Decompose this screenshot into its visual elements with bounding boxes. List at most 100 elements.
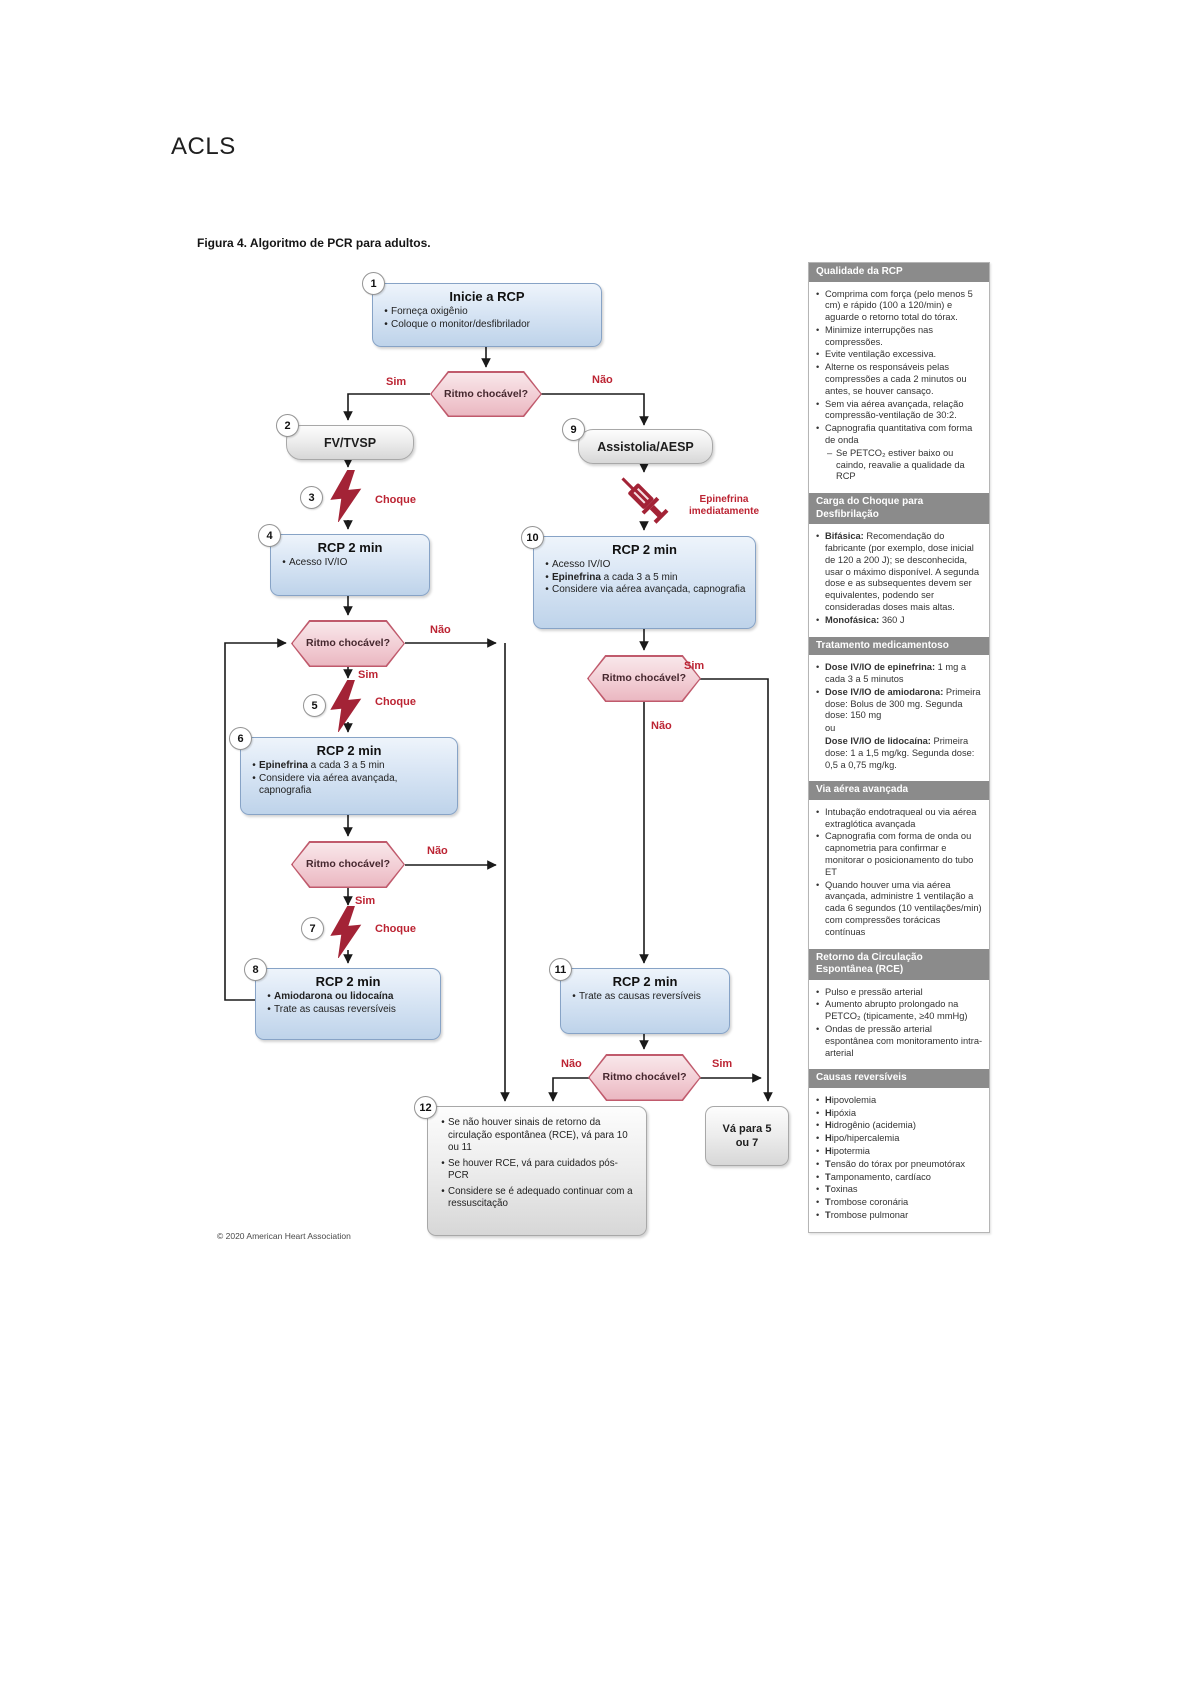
sidebar-item: •Tensão do tórax por pneumotórax [816,1158,966,1169]
sidebar-item: Dose IV/IO de lidocaína: Primeira dose: … [825,735,975,770]
sidebar-section-title-rosc: Retorno da Circulação Espontânea (RCE) [809,948,989,980]
sidebar-item: •Hipovolemia [816,1094,877,1105]
sidebar-section-advanced-airway: •Intubação endotraqueal ou via aérea ext… [809,800,989,949]
node-6-title: RCP 2 min [316,743,382,758]
sidebar-section-rosc: •Pulso e pressão arterial•Aumento abrupt… [809,980,989,1070]
step-number-7: 7 [301,917,324,940]
copyright-text: © 2020 American Heart Association [217,1231,351,1241]
reference-sidebar: Qualidade da RCP •Comprima com força (pe… [808,262,990,1233]
bullet-item: •Forneça oxigênio [384,306,468,317]
node-8-bullets: •Amiodarona ou lidocaína•Trate as causas… [256,989,440,1020]
sidebar-item: •Hipo/hipercalemia [816,1133,900,1144]
step-number-3: 3 [300,486,323,509]
sidebar-item: •Monofásica: 360 J [816,614,905,625]
decision-3-question: Ritmo chocável? [305,858,391,871]
sidebar-item: •Alterne os responsáveis pelas compressõ… [816,362,967,396]
decision-2-yes-label: Sim [358,669,379,681]
sidebar-item: •Dose IV/IO de epinefrina: 1 mg a cada 3… [816,662,967,684]
decision-4-question: Ritmo chocável? [601,672,687,685]
decision-3-yes-label: Sim [355,895,376,907]
shock-bolt-icon-3 [330,470,362,522]
shock-3-label: Choque [375,494,416,506]
sidebar-item: •Comprima com força (pelo menos 5 cm) e … [816,288,973,323]
node-11-bullets: •Trate as causas reversíveis [561,989,729,1008]
bullet-item: •Trate as causas reversíveis [572,991,701,1002]
decision-2-question: Ritmo chocável? [305,637,391,650]
page-title: ACLS [171,133,236,160]
step-number-5: 5 [303,694,326,717]
node-11-rcp-2min: RCP 2 min •Trate as causas reversíveis [560,968,730,1034]
sidebar-section-title-reversible-causes: Causas reversíveis [809,1069,989,1088]
node-10-bullets: •Acesso IV/IO•Epinefrina a cada 3 a 5 mi… [534,557,755,601]
sidebar-item: •Hipotermia [816,1146,870,1157]
decision-2-ritmo-chocavel: Ritmo chocável? [291,620,405,667]
bullet-item: •Acesso IV/IO [545,559,611,570]
decision-1-ritmo-chocavel: Ritmo chocável? [430,371,542,417]
decision-5-ritmo-chocavel: Ritmo chocável? [588,1054,701,1101]
shock-bolt-icon-7 [330,906,362,958]
decision-1-question: Ritmo chocável? [443,387,529,400]
shock-bolt-icon-5 [330,680,362,732]
sidebar-item: •Hidrogênio (acidemia) [816,1120,916,1131]
sidebar-item: •Hipóxia [816,1107,857,1118]
node-4-bullets: •Acesso IV/IO [271,555,429,574]
sidebar-section-shock-energy: •Bifásica: Recomendação do fabricante (p… [809,524,989,636]
step-number-8: 8 [244,958,267,981]
figure-caption: Figura 4. Algoritmo de PCR para adultos. [197,236,431,250]
decision-4-ritmo-chocavel: Ritmo chocável? [587,655,701,702]
decision-3-no-label: Não [427,845,448,857]
node-8-rcp-2min: RCP 2 min •Amiodarona ou lidocaína•Trate… [255,968,441,1040]
bullet-item: •Amiodarona ou lidocaína [267,991,394,1002]
sidebar-item: •Trombose pulmonar [816,1210,909,1221]
sidebar-item: •Tamponamento, cardíaco [816,1171,931,1182]
node-12-bullets: •Se não houver sinais de retorno da circ… [428,1107,646,1218]
node-8-title: RCP 2 min [315,974,381,989]
go-line1: Vá para 5 [722,1122,772,1135]
step-number-4: 4 [258,524,281,547]
step-number-6: 6 [229,727,252,750]
node-6-bullets: •Epinefrina a cada 3 a 5 min•Considere v… [241,758,457,802]
decision-2-no-label: Não [430,624,451,636]
bullet-item: •Trate as causas reversíveis [267,1003,396,1015]
node-4-title: RCP 2 min [317,540,383,555]
epinephrine-immediately-label: Epinefrina imediatamente [678,494,770,518]
sidebar-item: •Quando houver uma via aérea avançada, a… [816,879,982,937]
step-number-2: 2 [276,414,299,437]
sidebar-item: –Se PETCO₂ estiver baixo ou caindo, reav… [827,447,965,482]
bullet-item: •Epinefrina a cada 3 a 5 min [545,571,678,583]
node-9-label: Assistolia/AESP [597,439,694,454]
decision-1-no-label: Não [592,374,613,386]
sidebar-section-title-cpr-quality: Qualidade da RCP [809,263,989,282]
node-2-fv-tvsp: FV/TVSP [286,425,414,460]
sidebar-item: •Aumento abrupto prolongado na PETCO₂ (t… [816,999,968,1022]
sidebar-item: •Capnografia quantitativa com forma de o… [816,423,973,446]
bullet-item: •Considere via aérea avançada, capnograf… [545,584,746,596]
sidebar-section-title-shock-energy: Carga do Choque para Desfibrilação [809,493,989,525]
shock-7-label: Choque [375,923,416,935]
bullet-item: •Considere via aérea avançada, capnograf… [252,772,398,797]
bullet-item: •Se houver RCE, vá para cuidados pós-PCR [441,1157,618,1182]
node-10-title: RCP 2 min [612,542,677,557]
sidebar-item: •Sem via aérea avançada, relação compres… [816,398,964,421]
step-number-1: 1 [362,272,385,295]
decision-4-no-label: Não [651,720,672,732]
step-number-11: 11 [549,958,572,981]
sidebar-section-title-drug-therapy: Tratamento medicamentoso [809,636,989,656]
bullet-item: •Coloque o monitor/desfibrilador [384,318,530,330]
sidebar-section-reversible-causes: •Hipovolemia •Hipóxia •Hidrogênio (acidemi… [809,1088,989,1232]
sidebar-section-drug-therapy: •Dose IV/IO de epinefrina: 1 mg a cada 3… [809,655,989,781]
sidebar-item: •Toxinas [816,1184,858,1195]
node-11-title: RCP 2 min [612,974,678,989]
sidebar-item: •Minimize interrupções nas compressões. [816,324,933,347]
decision-5-no-label: Não [561,1058,582,1070]
bullet-item: •Epinefrina a cada 3 a 5 min [252,760,385,771]
node-4-rcp-2min: RCP 2 min •Acesso IV/IO [270,534,430,596]
decision-1-yes-label: Sim [386,376,407,388]
sidebar-section-cpr-quality: •Comprima com força (pelo menos 5 cm) e … [809,282,989,494]
step-number-10: 10 [521,526,544,549]
decision-3-ritmo-chocavel: Ritmo chocável? [291,841,405,888]
decision-5-yes-label: Sim [712,1058,733,1070]
sidebar-item: •Capnografia com forma de onda ou capnom… [816,831,974,877]
